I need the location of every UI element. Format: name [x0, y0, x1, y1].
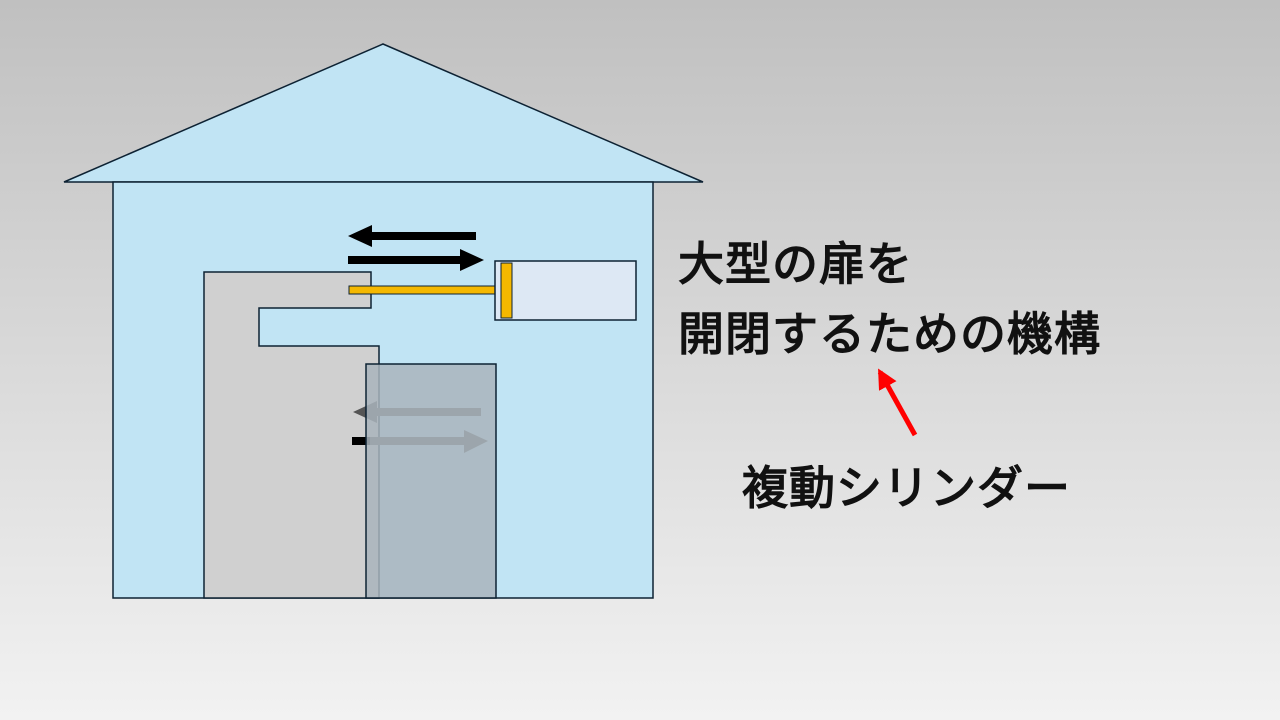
upper-arrows — [348, 225, 484, 271]
cylinder-label: 複動シリンダー — [742, 461, 1071, 515]
piston-rod — [348, 285, 502, 295]
house-roof — [63, 43, 704, 183]
piston-head — [500, 262, 513, 319]
cylinder-body — [494, 260, 637, 321]
pointer-arrow — [877, 368, 918, 437]
title-line-1: 大型の扉を — [678, 237, 913, 291]
title-line-2: 開閉するための機構 — [678, 307, 1101, 361]
door-open-overlay — [365, 363, 497, 599]
door-closed — [203, 271, 380, 599]
